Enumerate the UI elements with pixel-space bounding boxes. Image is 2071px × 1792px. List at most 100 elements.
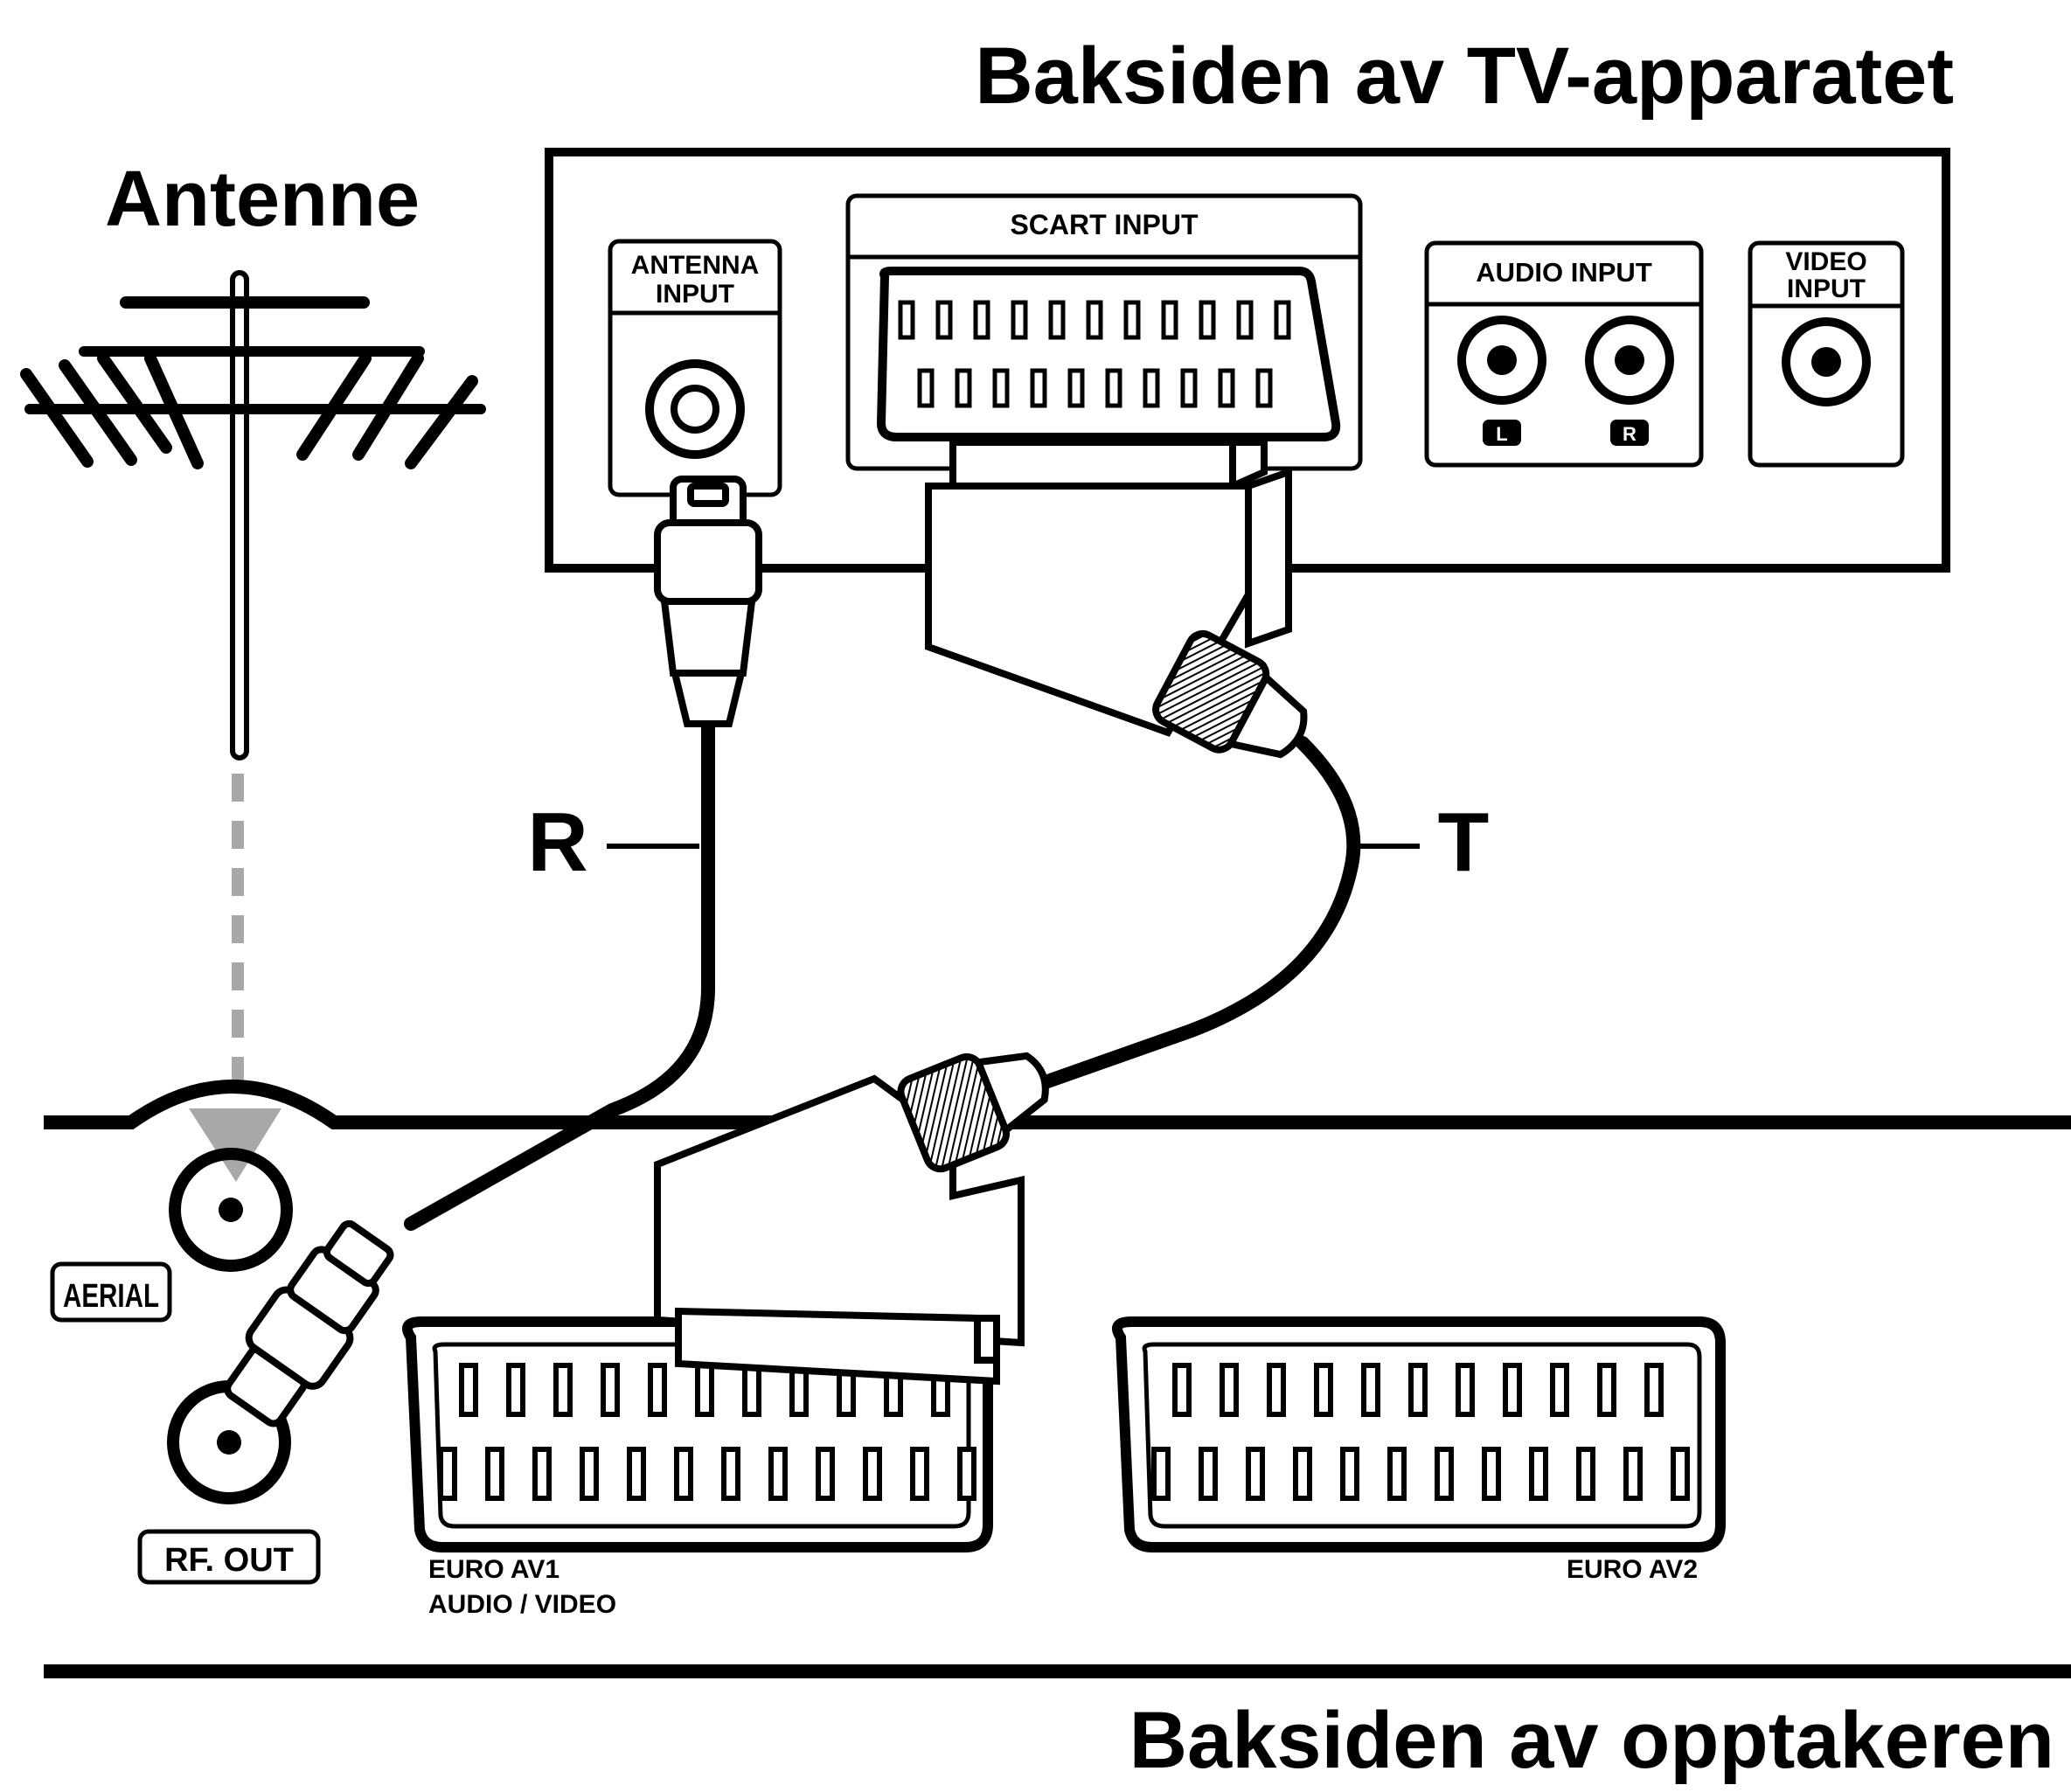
scart-pin: [1482, 1447, 1501, 1501]
scart-pin: [1236, 300, 1254, 340]
scart-pin: [627, 1447, 646, 1501]
scart-pin: [1220, 1363, 1239, 1417]
scart-pin: [1529, 1447, 1548, 1501]
scart-pin: [1255, 368, 1273, 408]
scart-pin: [1246, 1447, 1265, 1501]
tv-back-title: Baksiden av TV-apparatet: [975, 31, 1954, 121]
scart-pin: [674, 1447, 693, 1501]
recorder-aerial-jack[interactable]: [169, 1148, 293, 1272]
antenna-title: Antenne: [105, 156, 420, 243]
scart-pin: [1011, 300, 1028, 340]
scart-pin: [1105, 368, 1122, 408]
recorder-euro-av1-sublabel: AUDIO / VIDEO: [428, 1590, 616, 1619]
scart-pin: [721, 1447, 740, 1501]
tv-scart-input[interactable]: SCART INPUT: [845, 193, 1363, 471]
scart-pin: [816, 1447, 835, 1501]
scart-cable: [1033, 736, 1361, 1091]
scart-pin: [438, 1447, 457, 1501]
scart-pin: [1435, 1447, 1454, 1501]
recorder-back-title: Baksiden av opptakeren: [1129, 1696, 2054, 1785]
recorder-euro-av2-label: EURO AV2: [1567, 1555, 1698, 1584]
scart-pin: [1151, 1447, 1171, 1501]
tv-audio-input[interactable]: AUDIO INPUT L R: [1424, 240, 1704, 468]
rf-cable: [404, 719, 715, 1231]
rf-cable-bottom-plug: [224, 1219, 394, 1427]
tv-audio-left-jack[interactable]: L: [1457, 316, 1546, 446]
scart-pin: [485, 1447, 504, 1501]
tv-antenna-input-label-1: ANTENNA: [631, 251, 760, 280]
scart-pin: [1408, 1363, 1428, 1417]
scart-cable-label: T: [1438, 795, 1490, 889]
scart-pin: [863, 1447, 882, 1501]
scart-pin: [1218, 368, 1235, 408]
rf-cable-label-group: R: [527, 795, 699, 889]
scart-pin: [1623, 1447, 1643, 1501]
rf-cable-label: R: [527, 795, 587, 889]
scart-pin: [580, 1447, 599, 1501]
scart-pin: [1161, 300, 1178, 340]
scart-pin: [1123, 300, 1141, 340]
scart-pin: [601, 1363, 620, 1417]
scart-pin: [459, 1363, 478, 1417]
tv-video-input-label-2: INPUT: [1787, 274, 1866, 303]
scart-pin: [1274, 300, 1291, 340]
scart-pin: [1503, 1363, 1522, 1417]
scart-pin: [1576, 1447, 1595, 1501]
scart-pin: [1550, 1363, 1569, 1417]
scart-pin: [935, 300, 953, 340]
scart-pin: [506, 1363, 525, 1417]
recorder-euro-av1-port[interactable]: [402, 1316, 993, 1552]
scart-pin: [1143, 368, 1160, 408]
tv-scart-input-label: SCART INPUT: [1010, 209, 1199, 240]
scart-pin: [898, 300, 915, 340]
recorder-rf-out-label-box: RF. OUT: [137, 1529, 321, 1585]
scart-pin: [1199, 1447, 1218, 1501]
scart-pin: [1067, 368, 1085, 408]
recorder-top-edge: [44, 1080, 2071, 1129]
scart-pin: [1671, 1447, 1690, 1501]
antenna-signal-arrowhead: [189, 1108, 281, 1182]
recorder-euro-av2-port[interactable]: [1112, 1316, 1726, 1552]
tv-audio-left-label: L: [1496, 423, 1507, 445]
recorder-euro-av1-label: EURO AV1: [428, 1555, 559, 1584]
scart-pin: [917, 368, 935, 408]
tv-audio-right-jack[interactable]: R: [1585, 316, 1674, 446]
rf-cable-top-plug: [654, 476, 762, 727]
tv-video-input-label-1: VIDEO: [1785, 247, 1866, 276]
scart-pin: [1361, 1363, 1380, 1417]
scart-pin: [1048, 300, 1066, 340]
scart-cable-label-group: T: [1359, 795, 1489, 889]
scart-pin: [957, 1447, 976, 1501]
scart-pin: [695, 1363, 714, 1417]
tv-antenna-input[interactable]: ANTENNA INPUT: [608, 239, 782, 497]
scart-pin: [1180, 368, 1198, 408]
scart-pin: [1267, 1363, 1286, 1417]
scart-pin: [768, 1447, 788, 1501]
scart-pin: [1199, 300, 1216, 340]
scart-pin: [742, 1363, 761, 1417]
recorder-scart-plug: [654, 1052, 1049, 1386]
scart-pin: [1314, 1363, 1333, 1417]
scart-pin: [992, 368, 1010, 408]
recorder-aerial-label-box: AERIAL: [50, 1261, 172, 1323]
scart-pin: [1030, 368, 1047, 408]
scart-pin: [973, 300, 990, 340]
tv-video-input[interactable]: VIDEO INPUT: [1748, 240, 1905, 468]
scart-pin: [1172, 1363, 1192, 1417]
scart-pin: [955, 368, 972, 408]
scart-pin: [648, 1363, 667, 1417]
recorder-aerial-label: AERIAL: [63, 1278, 159, 1315]
tv-audio-input-label: AUDIO INPUT: [1476, 257, 1652, 288]
tv-scart-plug: [925, 439, 1308, 759]
scart-pin: [1597, 1363, 1616, 1417]
tv-audio-right-label: R: [1623, 423, 1637, 445]
scart-pin: [1340, 1447, 1359, 1501]
scart-pin: [1456, 1363, 1475, 1417]
scart-pin: [1293, 1447, 1312, 1501]
scart-pin: [1644, 1363, 1664, 1417]
tv-antenna-input-label-2: INPUT: [656, 280, 734, 309]
scart-pin: [532, 1447, 552, 1501]
recorder-rf-out-label: RF. OUT: [164, 1542, 294, 1579]
scart-pin: [1387, 1447, 1407, 1501]
